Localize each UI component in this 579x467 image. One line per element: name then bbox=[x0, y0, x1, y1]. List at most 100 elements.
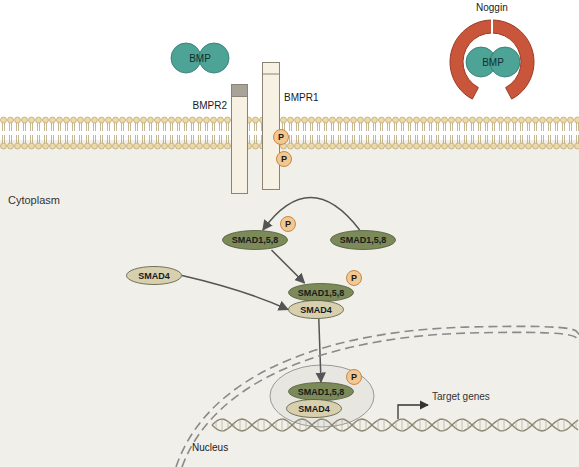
base-pair bbox=[276, 422, 277, 429]
node-text: SMAD1,5,8 bbox=[232, 235, 279, 245]
flow-arrow bbox=[182, 276, 288, 310]
noggin-protein: NogginBMP bbox=[430, 0, 554, 104]
node-text: Noggin bbox=[476, 2, 508, 13]
nuclear-pore bbox=[270, 365, 374, 427]
dna-strand bbox=[212, 419, 578, 431]
base-pair bbox=[444, 419, 445, 430]
node-text: BMP bbox=[189, 53, 211, 64]
base-pair bbox=[300, 419, 301, 430]
phosphate-circle: P bbox=[346, 270, 362, 286]
base-pair bbox=[216, 422, 217, 429]
base-pair bbox=[468, 422, 469, 429]
node-text: P bbox=[285, 219, 291, 229]
base-pair bbox=[540, 419, 541, 430]
smad-protein: SMAD1,5,8 bbox=[330, 230, 396, 250]
base-pair bbox=[390, 423, 391, 427]
phosphate-circle: P bbox=[346, 369, 362, 385]
base-pair bbox=[306, 420, 307, 430]
phosphate-circle: P bbox=[273, 129, 289, 145]
flow-arrow bbox=[319, 319, 321, 382]
base-pair bbox=[480, 419, 481, 430]
node-text: SMAD1,5,8 bbox=[340, 235, 387, 245]
flow-arrow bbox=[263, 198, 360, 231]
base-pair bbox=[354, 423, 355, 427]
base-pair bbox=[336, 422, 337, 429]
base-pair bbox=[420, 419, 421, 430]
annotation-label: Target genes bbox=[432, 391, 490, 402]
base-pair bbox=[456, 422, 457, 429]
smad-protein: SMAD4 bbox=[286, 399, 342, 418]
base-pair bbox=[486, 420, 487, 430]
nuclear-envelope bbox=[170, 322, 579, 467]
base-pair bbox=[294, 423, 295, 427]
node-text: BMPR2 bbox=[193, 100, 227, 111]
flow-arrow bbox=[272, 250, 305, 283]
base-pair bbox=[570, 423, 571, 427]
cytoplasm-ground bbox=[0, 140, 579, 467]
base-pair bbox=[258, 420, 259, 430]
base-pair bbox=[288, 422, 289, 429]
base-pair bbox=[384, 419, 385, 430]
phosphate-circle: P bbox=[276, 151, 292, 167]
node-text: P bbox=[281, 154, 287, 164]
base-pair bbox=[366, 420, 367, 430]
receptor-outline bbox=[231, 84, 248, 194]
nucleus-region: NucleusSMAD1,5,8PSMAD4 bbox=[170, 322, 579, 467]
base-pair bbox=[324, 419, 325, 430]
base-pair bbox=[528, 422, 529, 429]
base-pair bbox=[348, 422, 349, 429]
base-pair bbox=[228, 422, 229, 429]
base-pair bbox=[402, 419, 403, 431]
base-pair bbox=[330, 423, 331, 427]
node-text: P bbox=[351, 273, 357, 283]
base-pair bbox=[426, 420, 427, 430]
base-pair bbox=[240, 419, 241, 430]
receptor-outline bbox=[262, 62, 280, 190]
node-text: BMP bbox=[482, 57, 504, 68]
base-pair bbox=[234, 423, 235, 427]
base-pair bbox=[474, 423, 475, 427]
base-pair bbox=[264, 419, 265, 430]
smad-protein: SMAD1,5,8 bbox=[222, 230, 288, 250]
base-pair bbox=[342, 419, 343, 431]
base-pair bbox=[360, 419, 361, 430]
smad-protein: SMAD4 bbox=[126, 266, 182, 285]
base-pair bbox=[498, 420, 499, 430]
transcription-arrow bbox=[398, 405, 428, 419]
node-text: SMAD4 bbox=[300, 305, 332, 315]
smad-protein: SMAD1,5,8 bbox=[288, 283, 354, 302]
receptor: BMPR1 bbox=[262, 62, 280, 190]
base-pair bbox=[516, 422, 517, 429]
dna-helix bbox=[212, 419, 578, 431]
base-pair bbox=[378, 420, 379, 430]
base-pair bbox=[564, 419, 565, 430]
phosphate-circle: P bbox=[280, 216, 296, 232]
base-pair bbox=[270, 423, 271, 427]
annotation-label: Cytoplasm bbox=[8, 194, 60, 206]
node-text: P bbox=[351, 372, 357, 382]
receptor: BMPR2 bbox=[231, 84, 248, 194]
base-pair bbox=[414, 423, 415, 427]
base-pair bbox=[318, 420, 319, 430]
node-text: SMAD4 bbox=[138, 271, 170, 281]
node-text: Nucleus bbox=[192, 442, 228, 453]
dna-strand bbox=[212, 419, 578, 431]
base-pair bbox=[522, 419, 523, 431]
base-pair bbox=[546, 420, 547, 430]
base-pair bbox=[246, 420, 247, 430]
bmp-dimer: BMP bbox=[170, 42, 230, 74]
smad-protein: SMAD4 bbox=[288, 300, 344, 319]
base-pair bbox=[576, 422, 577, 429]
base-pair bbox=[462, 419, 463, 431]
base-pair bbox=[504, 419, 505, 430]
base-pair bbox=[396, 422, 397, 429]
node-text: P bbox=[278, 132, 284, 142]
base-pair bbox=[438, 420, 439, 430]
base-pair bbox=[510, 423, 511, 427]
node-text: SMAD4 bbox=[298, 404, 330, 414]
base-pair bbox=[282, 419, 283, 431]
bmp-dimer: BMP bbox=[465, 46, 521, 78]
node-text: SMAD1,5,8 bbox=[298, 288, 345, 298]
lipid-bilayer bbox=[0, 116, 579, 150]
